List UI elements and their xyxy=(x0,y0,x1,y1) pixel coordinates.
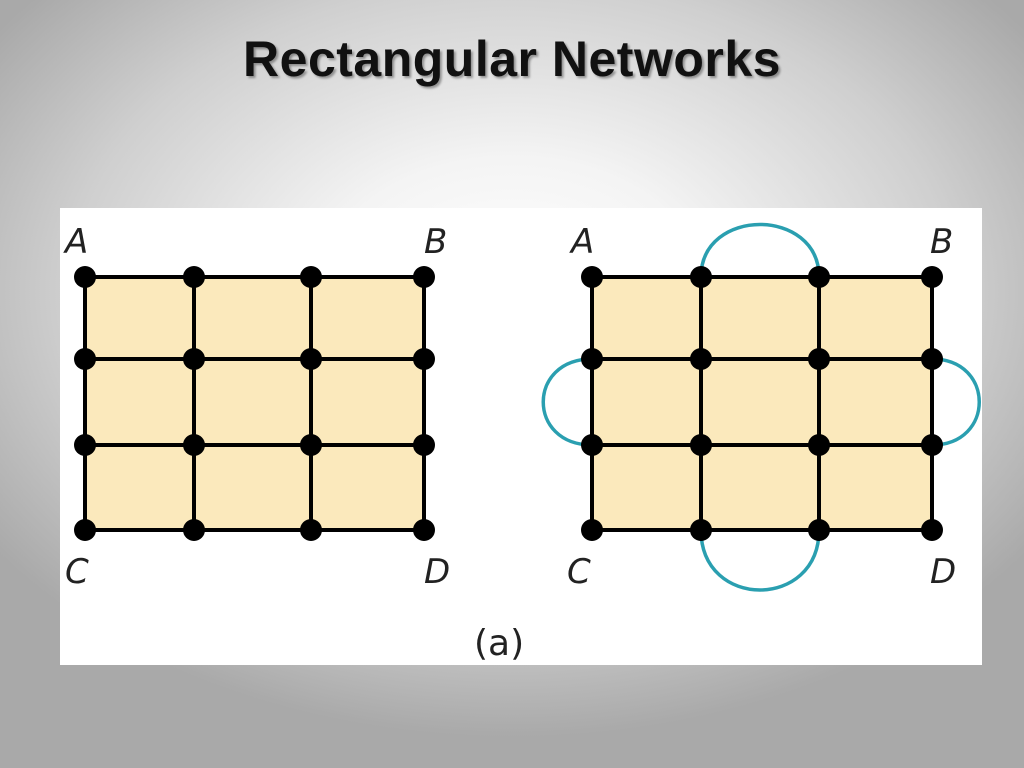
grid-node xyxy=(581,348,603,370)
label-b-right: B xyxy=(930,222,953,262)
grid-cell xyxy=(194,277,311,359)
grid-node xyxy=(183,519,205,541)
network-grid-left xyxy=(74,266,435,541)
grid-cell xyxy=(592,359,701,445)
grid-cell xyxy=(311,359,424,445)
grid-node xyxy=(74,434,96,456)
grid-node xyxy=(74,266,96,288)
grid-cell xyxy=(819,359,932,445)
label-d-left: D xyxy=(424,552,450,592)
grid-node xyxy=(581,519,603,541)
grid-cell xyxy=(701,445,819,530)
grid-cell xyxy=(194,445,311,530)
grid-cell xyxy=(194,359,311,445)
grid-node xyxy=(183,266,205,288)
wrap-loop-right xyxy=(931,357,981,447)
grid-node xyxy=(183,434,205,456)
label-a-right: A xyxy=(569,222,594,262)
wrap-loop-left xyxy=(541,357,593,447)
grid-node xyxy=(808,266,830,288)
grid-node xyxy=(413,348,435,370)
grid-node xyxy=(413,519,435,541)
network-grid-right xyxy=(541,222,981,592)
grid-cell xyxy=(85,445,194,530)
grid-node xyxy=(808,348,830,370)
label-c-right: C xyxy=(567,552,591,592)
network-diagram: A B C D A B C D (a) xyxy=(63,222,981,664)
label-a-left: A xyxy=(63,222,88,262)
grid-node xyxy=(183,348,205,370)
grid-node xyxy=(74,348,96,370)
grid-cell xyxy=(85,359,194,445)
grid-cell xyxy=(701,277,819,359)
grid-node xyxy=(300,266,322,288)
grid-node xyxy=(921,519,943,541)
figure-panel: A B C D A B C D (a) xyxy=(60,208,982,665)
grid-node xyxy=(921,266,943,288)
grid-node xyxy=(808,519,830,541)
grid-cell xyxy=(592,277,701,359)
grid-cell xyxy=(85,277,194,359)
wrap-loop-bottom xyxy=(699,529,821,592)
grid-node xyxy=(413,266,435,288)
grid-node xyxy=(690,266,712,288)
grid-node xyxy=(300,434,322,456)
grid-node xyxy=(74,519,96,541)
grid-node xyxy=(300,519,322,541)
grid-node xyxy=(413,434,435,456)
grid-node xyxy=(690,348,712,370)
label-b-left: B xyxy=(424,222,447,262)
figure-caption: (a) xyxy=(474,623,524,664)
grid-node xyxy=(808,434,830,456)
wrap-loop-top xyxy=(699,222,821,278)
grid-node xyxy=(581,266,603,288)
grid-node xyxy=(690,519,712,541)
grid-node xyxy=(581,434,603,456)
grid-node xyxy=(690,434,712,456)
label-d-right: D xyxy=(930,552,956,592)
grid-cell xyxy=(819,277,932,359)
slide-title: Rectangular Networks xyxy=(243,31,781,87)
grid-cell xyxy=(592,445,701,530)
grid-cell xyxy=(701,359,819,445)
grid-node xyxy=(921,434,943,456)
grid-cell xyxy=(819,445,932,530)
label-c-left: C xyxy=(65,552,89,592)
grid-node xyxy=(921,348,943,370)
grid-node xyxy=(300,348,322,370)
grid-cell xyxy=(311,445,424,530)
grid-cell xyxy=(311,277,424,359)
